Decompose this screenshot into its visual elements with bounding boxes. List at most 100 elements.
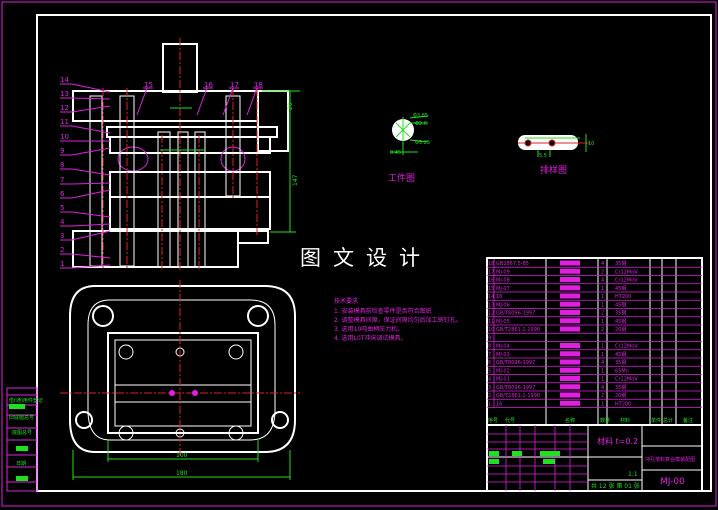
- dim-plan-width: 180: [176, 470, 188, 477]
- bom-code: MJ-08: [496, 278, 510, 284]
- bom-code: MJ-03: [496, 352, 510, 358]
- bom-code: GB/T2861.1-1990: [496, 327, 540, 333]
- bom-name: [560, 277, 580, 282]
- part-balloon: 18: [254, 81, 263, 89]
- tech-item: 2. 调整模具间隙，保证间隙均匀后加工销钉孔。: [334, 316, 462, 324]
- bom-header-cell: 代号: [505, 417, 515, 424]
- title-block: 材料 t=0.2 冲孔落料复合模装配图 1:1 共 12 张 第 01 张 MJ…: [486, 424, 703, 492]
- bom-code: GB/T8096-1997: [496, 385, 535, 391]
- bom-no: 9: [488, 335, 491, 341]
- bom-header-cell: 单件: [651, 417, 661, 424]
- bom-row: 3 GB/T8096-1997 4 35钢: [487, 382, 702, 392]
- bom-name: [560, 384, 580, 390]
- part-balloon: 10: [60, 133, 69, 141]
- bom-header-cell: 名称: [565, 417, 575, 424]
- bom-no: 13: [488, 302, 494, 308]
- bom-header-cell: 材料: [620, 417, 630, 424]
- part-balloon: 17: [230, 81, 239, 89]
- bom-header-cell: 总计: [663, 417, 673, 424]
- drawing-frame: [36, 14, 712, 492]
- side-label-1: 借(通)用件登记: [9, 397, 43, 404]
- bom-qty: 4: [601, 385, 604, 391]
- part-dim-4: 0.45: [390, 150, 401, 156]
- bom-qty: 1: [601, 286, 604, 292]
- bom-no: 12: [488, 311, 494, 317]
- drawing-title: 冲孔落料复合模装配图: [645, 456, 695, 463]
- side-label-2: 旧底图总号: [9, 414, 34, 421]
- bom-no: 10: [488, 327, 494, 333]
- bom-material: 45钢: [615, 318, 626, 325]
- bom-code: MJ-09: [496, 269, 510, 275]
- bom-qty: 1: [601, 319, 604, 325]
- bom-material: 20钢: [615, 326, 626, 333]
- bom-no: 6: [488, 360, 491, 366]
- side-strip: 借(通)用件登记 旧底图总号 底图总号 日期: [6, 387, 43, 492]
- bom-qty: 2: [601, 393, 604, 399]
- bom-header-cell: 备注: [683, 417, 693, 424]
- part-balloon: 2: [60, 246, 64, 254]
- tech-item: 3. 选用10吨曲柄压力机。: [334, 325, 403, 333]
- dim-height-total: 147: [292, 174, 299, 186]
- part-balloon: 3: [60, 232, 64, 240]
- bom-qty: 1: [601, 368, 604, 374]
- part-view: Φ3.85 Φ2.6 Φ5.25 0.45 工件图: [388, 113, 430, 184]
- bom-qty: 1: [601, 377, 604, 383]
- bom-no: 2: [488, 393, 491, 399]
- bom-code: MJ-04: [496, 344, 510, 350]
- bom-name: [560, 367, 580, 373]
- bom-code: MJ-01: [496, 377, 510, 383]
- bom-code: GB2867.5-85: [496, 261, 529, 267]
- bom-material: 20钢: [615, 392, 626, 399]
- bom-qty: 1: [601, 344, 604, 350]
- bom-name: [560, 359, 580, 365]
- bom-no: 16: [488, 278, 494, 284]
- bom-material: Cr12MoV: [615, 278, 638, 284]
- bom-name: [560, 351, 580, 357]
- bom-qty: 4: [601, 360, 604, 366]
- bom-no: 8: [488, 344, 491, 350]
- lower-die-plate: [72, 230, 239, 268]
- dim-plan-inner: 100: [176, 452, 188, 459]
- part-dim-3: Φ5.25: [415, 140, 430, 146]
- bom-code: MJ-07: [496, 286, 510, 292]
- part-balloon: 16: [204, 81, 213, 89]
- material-thickness: 材料 t=0.2: [597, 436, 638, 446]
- bom-header: 序号代号名称数量材料单件总计备注: [488, 417, 693, 424]
- bom-code: GB/T2861.1-1990: [496, 393, 540, 399]
- watermark: 图文设计: [300, 246, 432, 270]
- bom-name: [560, 318, 580, 324]
- bom-header-cell: 数量: [600, 417, 610, 424]
- bom-material: 35钢: [615, 384, 626, 391]
- strip-dim-width: 10: [588, 141, 594, 147]
- bom-code: 16: [496, 401, 502, 407]
- part-balloon: 11: [60, 118, 69, 126]
- bom-no: 7: [488, 352, 491, 358]
- bom-name: [560, 326, 580, 332]
- bom-material: 35钢: [615, 310, 626, 317]
- part-balloon: 6: [60, 190, 65, 198]
- bom-qty: 2: [601, 327, 604, 333]
- bom-qty: 1: [601, 302, 604, 308]
- strip-dim-pitch: 5.5: [539, 153, 547, 159]
- bom-material: 45钢: [615, 285, 626, 292]
- side-label-3: 底图总号: [12, 429, 32, 436]
- scale: 1:1: [628, 471, 638, 478]
- tech-item: 1. 安装模具前检查零件是否符合图纸: [334, 307, 432, 315]
- bom-row: 9: [487, 333, 702, 342]
- bom-no: 3: [488, 385, 491, 391]
- bom-no: 15: [488, 286, 494, 292]
- bom-name: [560, 400, 580, 406]
